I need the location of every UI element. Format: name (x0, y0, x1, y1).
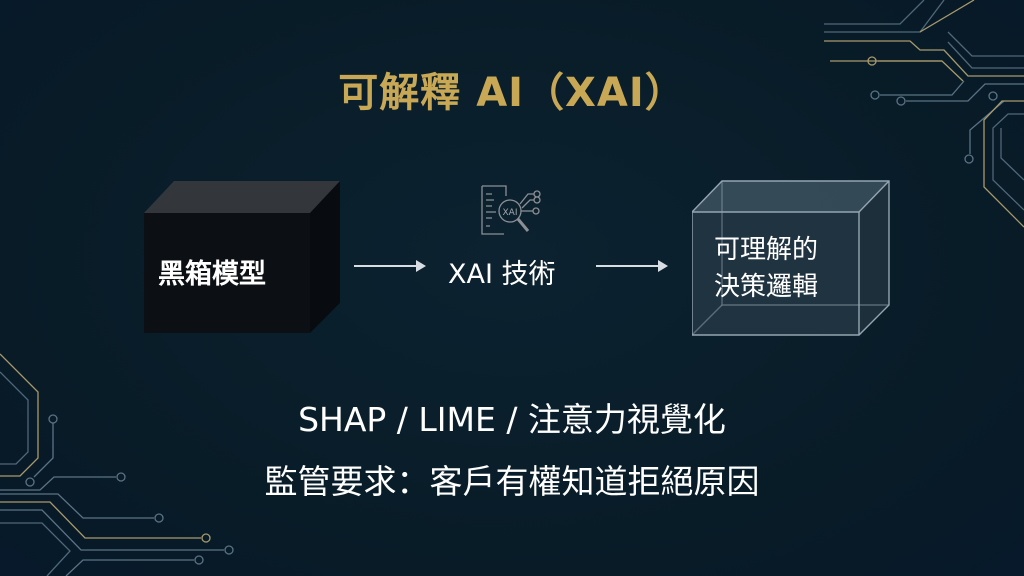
result-label-line2: 決策邏輯 (714, 272, 819, 302)
svg-text:XAI: XAI (503, 208, 518, 218)
slide-title: 可解釋 AI（XAI） (338, 70, 686, 116)
result-label-line1: 可理解的 (714, 235, 819, 265)
transparent-box-cube-icon (692, 180, 890, 336)
understandable-logic-label: 可理解的 決策邏輯 (714, 232, 854, 306)
regulation-bullet: 監管要求：客戶有權知道拒絕原因 (264, 462, 760, 501)
xai-magnifier-icon: XAI (481, 185, 541, 235)
black-box-label: 黑箱模型 (158, 259, 266, 290)
arrow-icon (596, 260, 668, 272)
xai-technique-label: XAI 技術 (448, 259, 556, 290)
techniques-bullet: SHAP / LIME / 注意力視覺化 (298, 400, 726, 439)
black-box-cube-icon (144, 181, 340, 333)
arrow-icon (354, 260, 426, 272)
